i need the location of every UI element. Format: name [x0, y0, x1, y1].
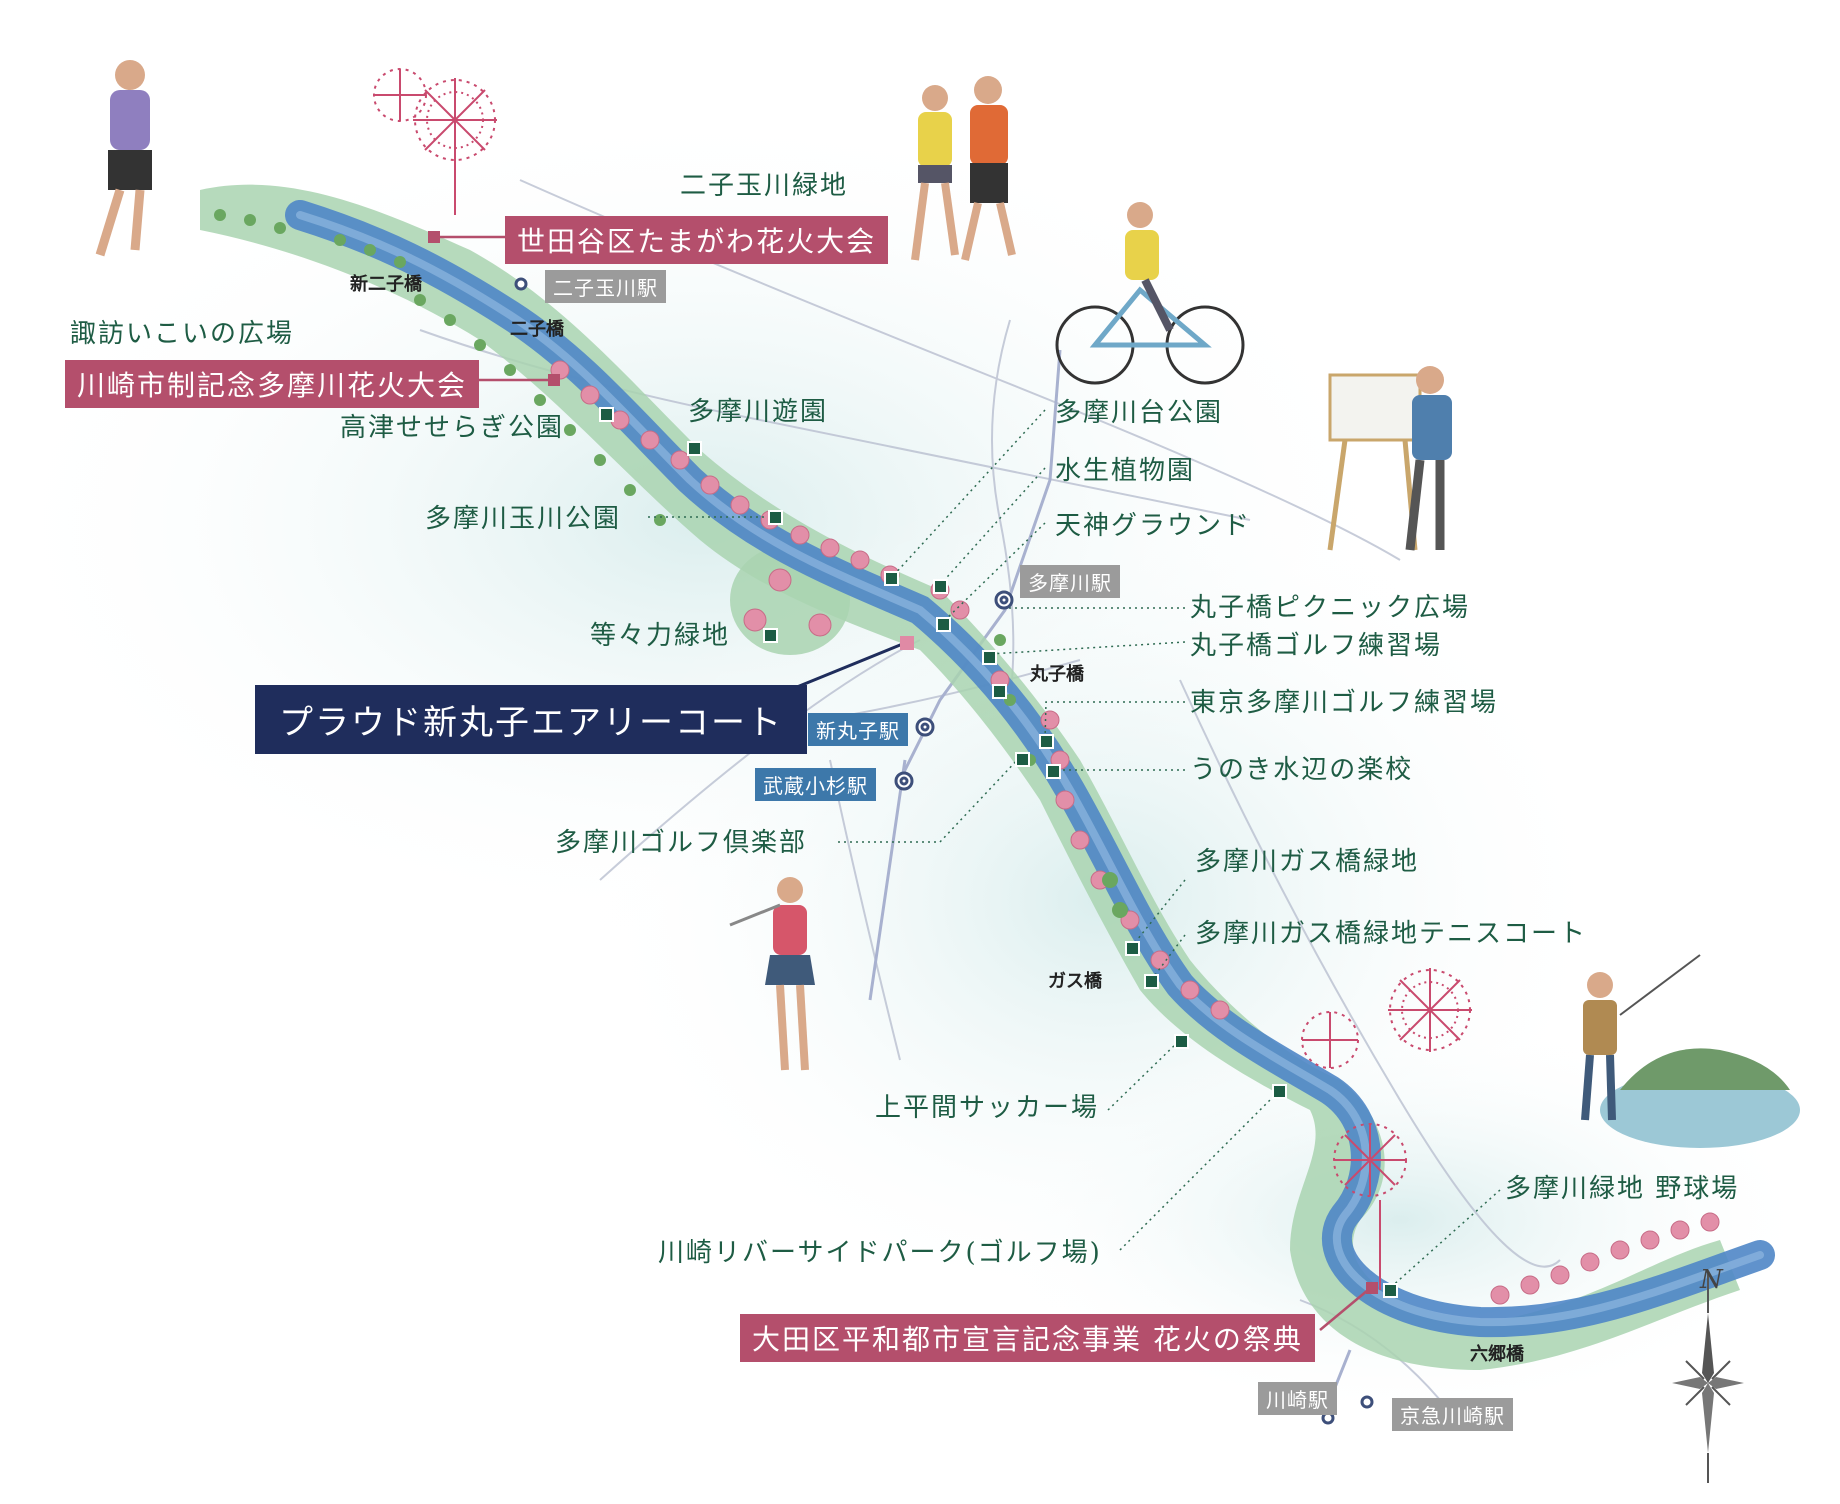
compass-rose — [1672, 1273, 1744, 1483]
station-shinmaruko: 新丸子駅 — [808, 713, 908, 746]
station-futakotamagawa: 二子玉川駅 — [545, 270, 666, 303]
spot-soccer: 上平間サッカー場 — [875, 1093, 1100, 1123]
spot-aquatic: 水生植物園 — [1055, 456, 1196, 486]
bridge-futako: 二子橋 — [510, 319, 564, 340]
runner-illustration — [95, 60, 152, 257]
green-trees — [214, 209, 1128, 918]
spot-tenjin: 天神グラウンド — [1055, 511, 1252, 541]
pond — [1600, 1072, 1800, 1148]
spot-takatsu: 高津せせらぎ公園 — [340, 413, 565, 443]
property-name-label: プラウド新丸子エアリーコート — [255, 685, 807, 754]
spot-dai-park: 多摩川台公園 — [1055, 398, 1224, 428]
spot-markers — [599, 407, 1398, 1298]
painter-illustration — [1327, 366, 1452, 551]
compass-north-label: N — [1700, 1265, 1723, 1295]
station-musashikosugi: 武蔵小杉駅 — [755, 768, 876, 801]
cyclist-illustration — [1055, 202, 1245, 385]
river-highlight — [296, 211, 1764, 1327]
station-symbols — [514, 277, 1374, 1425]
station-tamagawa: 多摩川駅 — [1020, 565, 1120, 598]
spot-yuen: 多摩川遊園 — [688, 397, 829, 427]
station-keikyu-kawasaki: 京急川崎駅 — [1392, 1398, 1513, 1431]
firework-setagaya — [413, 78, 497, 162]
bridge-shin-futako: 新二子橋 — [350, 274, 422, 295]
spot-riverside: 川崎リバーサイドパーク(ゴルフ場) — [658, 1238, 1102, 1268]
jogging-couple-illustration — [911, 76, 1016, 261]
firework-setagaya-label: 世田谷区たまがわ花火大会 — [505, 216, 889, 264]
angler-illustration — [1581, 954, 1701, 1121]
spot-tokyo-golf: 東京多摩川ゴルフ練習場 — [1190, 688, 1499, 718]
firework-leaders — [434, 235, 1369, 1331]
pond-shore-hill — [1620, 1048, 1790, 1090]
spot-gas-green: 多摩川ガス橋緑地 — [1195, 847, 1420, 877]
spot-gas-tennis: 多摩川ガス橋緑地テニスコート — [1195, 919, 1588, 949]
firework-ota — [1388, 968, 1472, 1052]
spot-baseball: 多摩川緑地 野球場 — [1505, 1174, 1740, 1204]
spot-golf-club: 多摩川ゴルフ倶楽部 — [555, 828, 808, 858]
bridge-maruko: 丸子橋 — [1030, 664, 1084, 685]
spot-futako-green: 二子玉川緑地 — [680, 171, 849, 201]
station-kawasaki: 川崎駅 — [1258, 1382, 1337, 1415]
golfer-illustration — [729, 877, 815, 1071]
firework-markers — [428, 231, 1378, 1294]
property-location-marker — [900, 636, 914, 650]
spot-suwa: 諏訪いこいの広場 — [70, 319, 295, 349]
spot-picnic: 丸子橋ピクニック広場 — [1190, 593, 1471, 623]
spot-tamagawa-park: 多摩川玉川公園 — [425, 504, 622, 534]
firework-ota-label: 大田区平和都市宣言記念事業 花火の祭典 — [740, 1314, 1315, 1362]
leader-lines — [648, 409, 1501, 1289]
spot-todoroki: 等々力緑地 — [590, 621, 731, 651]
bridge-rokugo: 六郷橋 — [1470, 1344, 1524, 1365]
firework-bursts — [373, 68, 1472, 1290]
spot-golf-range: 丸子橋ゴルフ練習場 — [1190, 631, 1443, 661]
spot-unoki: うのき水辺の楽校 — [1190, 755, 1414, 785]
bridge-gas: ガス橋 — [1048, 971, 1102, 992]
firework-kawasaki-label: 川崎市制記念多摩川花火大会 — [65, 360, 480, 408]
cherry-trees — [550, 360, 1720, 1305]
